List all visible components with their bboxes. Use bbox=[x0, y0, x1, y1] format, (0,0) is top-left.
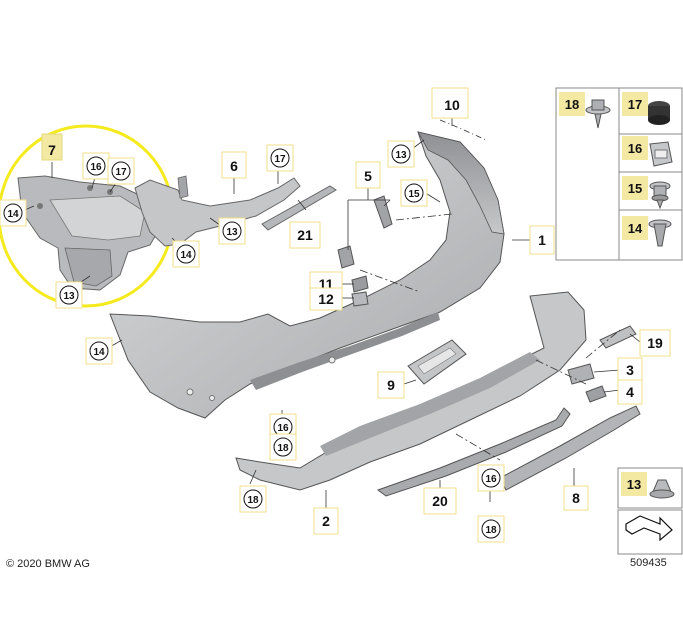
label-2: 2 bbox=[313, 507, 339, 535]
svg-text:13: 13 bbox=[63, 291, 75, 302]
svg-text:12: 12 bbox=[318, 291, 334, 307]
label-12: 12 bbox=[309, 287, 343, 311]
svg-text:15: 15 bbox=[628, 181, 642, 196]
label-5: 5 bbox=[355, 161, 381, 189]
label-19: 19 bbox=[639, 329, 671, 357]
part-6-bracket bbox=[134, 175, 301, 247]
svg-text:5: 5 bbox=[364, 168, 372, 184]
svg-text:16: 16 bbox=[277, 423, 289, 434]
svg-text:14: 14 bbox=[93, 347, 105, 358]
svg-text:17: 17 bbox=[628, 97, 642, 112]
callout-13a: 13 bbox=[55, 281, 83, 309]
svg-text:19: 19 bbox=[647, 335, 663, 351]
svg-text:20: 20 bbox=[432, 493, 448, 509]
svg-text:18: 18 bbox=[485, 525, 497, 536]
callout-18b: 18 bbox=[239, 485, 267, 513]
legend-14: 14 bbox=[622, 216, 672, 247]
svg-text:6: 6 bbox=[230, 158, 238, 174]
callout-15a: 15 bbox=[400, 179, 428, 207]
part-1-bumper bbox=[109, 131, 505, 419]
callout-18c: 18 bbox=[477, 515, 505, 543]
part-labels: 7 6 10 5 1 21 11 12 9 19 3 4 2 20 8 bbox=[41, 87, 671, 535]
svg-text:17: 17 bbox=[274, 154, 286, 165]
svg-text:16: 16 bbox=[90, 162, 102, 173]
callout-18a: 18 bbox=[269, 433, 297, 461]
svg-text:18: 18 bbox=[565, 97, 579, 112]
legend-18: 18 bbox=[559, 92, 611, 129]
label-10: 10 bbox=[431, 87, 469, 119]
svg-text:13: 13 bbox=[627, 477, 641, 492]
part-7-bracket bbox=[17, 175, 161, 291]
svg-text:17: 17 bbox=[115, 167, 127, 178]
svg-text:18: 18 bbox=[277, 443, 289, 454]
part-21-strip bbox=[261, 185, 337, 231]
fastener-legend: 18 17 16 15 14 bbox=[555, 87, 683, 261]
svg-text:2: 2 bbox=[322, 513, 330, 529]
label-8: 8 bbox=[563, 485, 589, 511]
svg-text:14: 14 bbox=[180, 250, 192, 261]
part-8-strip bbox=[499, 405, 641, 491]
svg-text:14: 14 bbox=[628, 221, 643, 236]
svg-text:7: 7 bbox=[48, 142, 56, 158]
svg-text:21: 21 bbox=[297, 227, 313, 243]
label-9: 9 bbox=[377, 371, 405, 399]
callout-16a: 16 bbox=[82, 152, 110, 180]
svg-text:9: 9 bbox=[387, 377, 395, 393]
callout-17b: 17 bbox=[266, 144, 294, 172]
part-20-strip bbox=[376, 407, 571, 497]
label-4: 4 bbox=[617, 379, 643, 405]
callout-badges: 14 16 17 13 14 13 17 13 15 14 16 18 18 1… bbox=[0, 140, 505, 543]
callout-14b: 14 bbox=[172, 240, 200, 268]
svg-text:16: 16 bbox=[628, 141, 642, 156]
part-4 bbox=[585, 385, 607, 403]
legend-15: 15 bbox=[622, 176, 671, 210]
svg-text:13: 13 bbox=[395, 150, 407, 161]
label-7: 7 bbox=[41, 133, 63, 161]
label-1: 1 bbox=[529, 225, 555, 255]
label-3: 3 bbox=[617, 357, 643, 383]
svg-text:1: 1 bbox=[538, 232, 546, 248]
callout-17a: 17 bbox=[107, 157, 135, 185]
part-3 bbox=[567, 363, 595, 385]
part-11 bbox=[351, 275, 369, 293]
callout-14c: 14 bbox=[85, 337, 113, 365]
legend-13-box: 13 bbox=[617, 467, 683, 509]
svg-text:4: 4 bbox=[626, 384, 634, 400]
label-20: 20 bbox=[423, 487, 457, 515]
drawing-number: 509435 bbox=[630, 557, 667, 569]
callout-14a: 14 bbox=[0, 199, 27, 227]
label-21: 21 bbox=[289, 221, 321, 249]
legend-17: 17 bbox=[622, 92, 670, 125]
legend-16: 16 bbox=[622, 136, 673, 167]
svg-text:18: 18 bbox=[247, 495, 259, 506]
svg-text:8: 8 bbox=[572, 490, 580, 506]
part-12 bbox=[351, 291, 369, 307]
part-2-diffuser bbox=[235, 291, 587, 491]
callout-13c: 13 bbox=[387, 140, 415, 168]
callout-16c: 16 bbox=[477, 464, 505, 492]
label-6: 6 bbox=[221, 151, 247, 179]
svg-text:16: 16 bbox=[485, 474, 497, 485]
copyright-text: © 2020 BMW AG bbox=[6, 558, 90, 570]
arrow-symbol-box bbox=[617, 509, 683, 555]
callout-13b: 13 bbox=[218, 217, 246, 245]
svg-text:10: 10 bbox=[444, 97, 460, 113]
part-19 bbox=[599, 325, 637, 349]
part-5-clip-right bbox=[373, 195, 393, 229]
svg-text:13: 13 bbox=[226, 227, 238, 238]
svg-text:14: 14 bbox=[7, 209, 19, 220]
part-5-clip-left bbox=[337, 245, 355, 269]
svg-text:15: 15 bbox=[408, 189, 420, 200]
svg-text:3: 3 bbox=[626, 362, 634, 378]
